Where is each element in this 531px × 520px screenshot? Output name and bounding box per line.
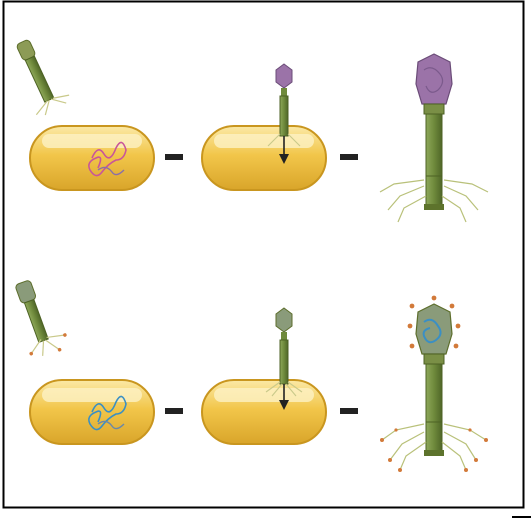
bacterium-with-genome — [30, 126, 154, 190]
bacterium-injection — [202, 380, 326, 444]
arrow-2 — [340, 154, 358, 160]
arrow-1 — [165, 154, 183, 160]
arrow-1 — [165, 408, 183, 414]
arrow-2 — [340, 408, 358, 414]
bacterium-injection — [202, 126, 326, 190]
bacterium-with-genome — [30, 380, 154, 444]
